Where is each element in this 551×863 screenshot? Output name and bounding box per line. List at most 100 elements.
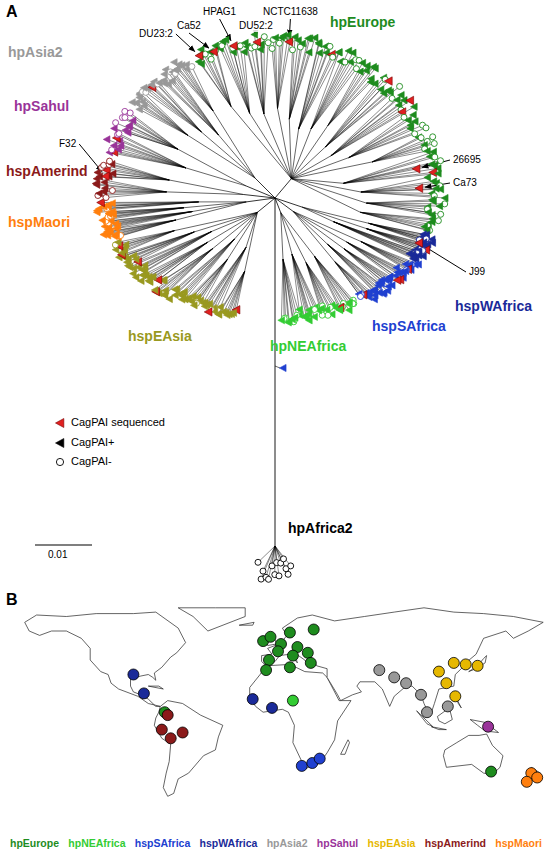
strain-label: NCTC11638 (262, 6, 319, 18)
sequenced-marker (195, 51, 203, 59)
tree-branch (275, 179, 291, 198)
cag-positive-marker (278, 317, 285, 324)
sample-dot (486, 766, 497, 777)
tree-branch (179, 64, 213, 111)
cag-negative-marker (276, 573, 282, 579)
population-label: hspMaori (8, 214, 70, 231)
population-label: hpNEAfrica (270, 338, 346, 355)
tree-branch (158, 242, 207, 280)
cag-positive-marker (198, 60, 205, 67)
tree-branch (343, 157, 430, 184)
tree-branch (180, 239, 235, 294)
cag-negative-marker (276, 40, 282, 46)
tree-branch (178, 149, 246, 186)
population-label: hpAsia2 (8, 44, 62, 61)
cag-negative-marker (412, 131, 418, 137)
sample-dot (308, 624, 319, 635)
tree-branch (275, 198, 293, 212)
cag-positive-marker (284, 31, 291, 38)
tree-branch (114, 152, 186, 168)
sample-dot (401, 678, 412, 689)
sample-dot (287, 695, 298, 706)
cag-negative-marker (255, 559, 261, 565)
cag-positive-marker (311, 34, 318, 41)
land-outline (431, 727, 446, 730)
tree-branch (343, 168, 438, 183)
tree-branch (126, 130, 178, 149)
sample-dot (165, 733, 176, 744)
sample-dot (416, 689, 427, 700)
tree-branch (311, 51, 349, 129)
cag-positive-marker (279, 364, 286, 371)
phylogenetic-tree (79, 19, 466, 582)
strain-label: DU52:2 (238, 20, 274, 32)
cag-positive-marker (162, 287, 169, 294)
tree-branch (108, 208, 184, 217)
sample-dot (177, 727, 188, 738)
cag-negative-marker (431, 141, 437, 147)
tree-branch (361, 178, 428, 193)
sample-dot (483, 721, 494, 732)
tree-branch (281, 213, 306, 263)
tree-branch (325, 89, 381, 147)
cag-negative-marker (435, 218, 441, 224)
tree-branch (343, 161, 440, 184)
tree-branch (325, 86, 399, 147)
legend-swatch: hspSAfrica (135, 837, 190, 849)
tree-branch (276, 38, 278, 109)
tree-branch (226, 40, 250, 114)
cag-positive-marker (424, 147, 431, 154)
legend-swatch: hpAsia2 (267, 837, 308, 849)
cag-negative-marker (327, 43, 333, 49)
cag-negative-marker (358, 294, 364, 300)
sequenced-marker (406, 96, 414, 104)
tree-branch (343, 172, 433, 183)
tree-branch (291, 126, 328, 179)
tree-branch (251, 48, 264, 114)
legend-swatch: hspAmerind (425, 837, 486, 849)
sample-dot (521, 776, 532, 787)
tree-branch (366, 203, 427, 209)
tree-branch (275, 198, 302, 207)
population-label: hspSAfrica (372, 318, 446, 335)
tree-branch (192, 67, 213, 112)
cag-positive-marker (133, 99, 140, 106)
cag-positive-marker (130, 252, 137, 259)
cag-positive-marker (405, 117, 412, 124)
cag-positive-marker (122, 241, 129, 248)
cag-negative-marker (290, 47, 296, 53)
land-outline (25, 612, 186, 706)
tree-branch (335, 262, 361, 297)
tree-branch (283, 259, 288, 322)
sample-dot (284, 627, 295, 638)
tree-branch (207, 212, 257, 242)
tree-branch (164, 74, 218, 135)
tree-branch (245, 43, 264, 114)
tree-branch (187, 69, 213, 111)
cag-negative-marker (266, 576, 272, 582)
tree-branch (314, 256, 348, 304)
tree-branch (246, 186, 275, 198)
tree-branch (194, 212, 257, 232)
cag-positive-marker (129, 117, 136, 124)
tree-branch (182, 65, 213, 111)
cag-positive-marker (183, 61, 190, 68)
tree-branch (275, 198, 276, 546)
tree-branch (292, 254, 314, 317)
tree-branch (306, 263, 322, 306)
tree-branch (343, 157, 434, 183)
cag-negative-marker (423, 125, 429, 131)
population-label: hpSahul (14, 98, 69, 115)
strain-label: F32 (58, 138, 77, 150)
tree-branch (291, 156, 331, 179)
legend-text: hspMaori (495, 837, 542, 849)
tree-branch (247, 47, 264, 114)
tree-branch (314, 256, 342, 307)
land-outline (148, 686, 163, 689)
cag-negative-marker (312, 307, 318, 313)
tree-branch (331, 105, 399, 156)
tree-branch (117, 138, 186, 168)
legend-symbol (56, 458, 63, 465)
sample-dot (472, 660, 483, 671)
cag-positive-marker (136, 106, 143, 113)
